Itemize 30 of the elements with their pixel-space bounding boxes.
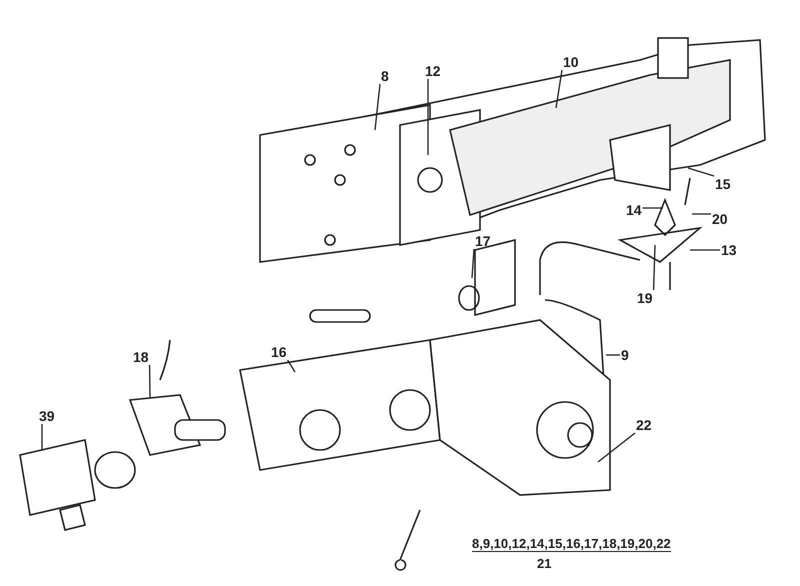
leader-line (692, 213, 711, 215)
leader-line (606, 354, 620, 356)
leader-line (652, 244, 656, 290)
callout-number: 9 (620, 347, 630, 363)
leader-line (427, 79, 429, 155)
callout-number: 17 (474, 233, 492, 249)
leader-line (688, 167, 714, 177)
leader-line (690, 249, 720, 251)
leader-line (374, 84, 381, 130)
callout-number: 10 (562, 54, 580, 70)
callout-number: 39 (38, 408, 56, 424)
leader-line (642, 207, 663, 209)
callout-number: 8 (380, 68, 390, 84)
callout-number: 20 (711, 211, 729, 227)
callout-number: 22 (635, 417, 653, 433)
callout-number: 16 (270, 344, 288, 360)
callout-number: 13 (720, 242, 738, 258)
callout-number: 14 (625, 202, 643, 218)
callout-number: 15 (714, 176, 732, 192)
leader-line (555, 70, 563, 108)
leader-line (41, 424, 43, 450)
callout-number: 18 (132, 349, 150, 365)
leader-line (471, 248, 475, 278)
callout-number: 12 (424, 63, 442, 79)
leader-line (148, 365, 151, 398)
part-numbers-note: 8,9,10,12,14,15,16,17,18,19,20,22 (472, 536, 671, 552)
leader-line (287, 360, 296, 372)
leader-line (598, 432, 636, 463)
quantity-note: 21 (537, 556, 552, 571)
callout-number: 19 (636, 290, 654, 306)
